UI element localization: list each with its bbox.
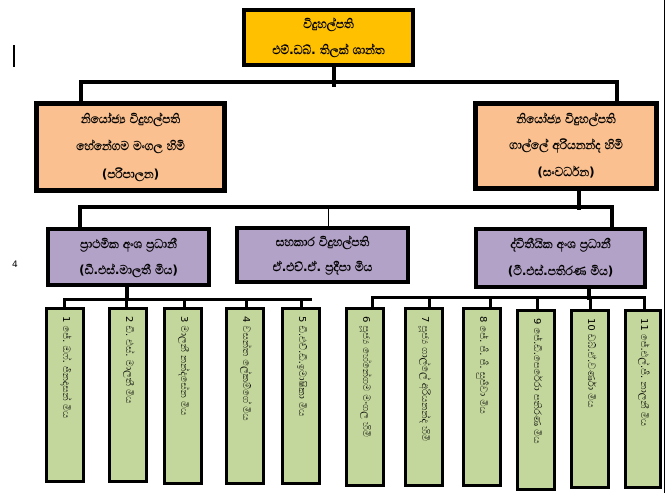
teacher-name: 11 ජේ.එල්.ජී. නාලනී මිය xyxy=(638,318,649,427)
node-name: හේනේගම මංගල හිමි xyxy=(76,139,185,154)
node-section: (පරිපාලන) xyxy=(101,166,160,181)
connector xyxy=(63,298,66,310)
node-name: එම්.ඩබ්. තිලක් ශාන්ත xyxy=(272,42,385,57)
node-title: ද්විතීයික අංශ ප්‍රධානී xyxy=(510,237,611,251)
teacher-name: 9 ජේ.ඩී.පෙරේරා පතිරණ මිය xyxy=(531,318,542,444)
teacher-name: 6 පූජ්‍ය හේනේගම මංගල හිමි xyxy=(360,316,371,438)
connector xyxy=(371,296,645,299)
cursor-mark xyxy=(13,45,15,67)
leaf-teacher: 8 ජේ. ජී. ජී. සුජීවා මිය xyxy=(462,307,502,487)
node-name: (ටී.එස්.පතිරණ මිය) xyxy=(507,264,614,278)
connector xyxy=(78,205,614,209)
node-deputy-development: නියෝජ්‍ය විදුහල්පති ගාල්ලේ අරියනන්ද හිමි… xyxy=(473,101,659,191)
node-title: සහකාර විදුහල්පති xyxy=(275,235,370,249)
stray-number: 4 xyxy=(12,260,18,270)
leaf-teacher: 4 වසන්ත ලේකම්ගේ මිය xyxy=(225,307,265,485)
node-title: නියෝජ්‍ය විදුහල්පති xyxy=(80,112,181,127)
connector xyxy=(328,207,329,227)
leaf-teacher: 7 පූජ්‍ය ගාල්ලේ අරියනන්ද හිමි xyxy=(404,307,444,487)
connector xyxy=(125,298,128,310)
node-secondary-head: ද්විතීයික අංශ ප්‍රධානී (ටී.එස්.පතිරණ මිය… xyxy=(474,227,647,289)
leaf-teacher: 5 ඩී.එච්.ඩී.ඉමාෂිකා මිය xyxy=(281,307,321,485)
leaf-teacher: 10 ඩබ්.ඒ.වර්ණා මිය xyxy=(570,309,610,489)
teacher-name: 5 ඩී.එච්.ඩී.ඉමාෂිකා මිය xyxy=(296,316,307,417)
node-title: නියෝජ්‍ය විදුහල්පති xyxy=(516,111,616,126)
connector xyxy=(79,80,619,84)
connector xyxy=(78,205,82,227)
teacher-name: 2 ඩී. එස්. මාලතී මිය xyxy=(123,316,134,404)
teacher-name: 4 වසන්ත ලේකම්ගේ මිය xyxy=(240,316,251,421)
connector xyxy=(610,205,614,227)
connector xyxy=(489,296,492,310)
connector xyxy=(643,296,646,310)
node-primary-head: ප්‍රාථමික අංශ ප්‍රධානී (ඩී.එස්.මාලතී මිය… xyxy=(46,227,211,287)
teacher-name: 3 මාලනී නන්දසේන මිය xyxy=(178,316,189,416)
node-title: විදුහල්පති xyxy=(303,17,354,32)
teacher-name: 8 ජේ. ජී. ජී. සුජීවා මිය xyxy=(477,316,488,414)
connector xyxy=(587,285,591,300)
connector xyxy=(245,298,248,310)
connector xyxy=(428,296,431,310)
connector xyxy=(332,65,336,87)
connector xyxy=(577,185,581,210)
leaf-teacher: 9 ජේ.ඩී.පෙරේරා පතිරණ මිය xyxy=(516,309,556,491)
connector xyxy=(66,298,312,301)
connector xyxy=(79,80,83,102)
connector xyxy=(300,298,303,310)
leaf-teacher: 6 පූජ්‍ය හේනේගම මංගල හිමි xyxy=(345,307,385,487)
connector xyxy=(589,296,592,310)
node-deputy-admin: නියෝජ්‍ය විදුහල්පති හේනේගම මංගල හිමි (පර… xyxy=(34,101,227,193)
right-edge-line xyxy=(664,0,665,493)
leaf-teacher: 3 මාලනී නන්දසේන මිය xyxy=(163,307,203,485)
connector xyxy=(536,296,539,310)
node-name: (ඩී.එස්.මාලතී මිය) xyxy=(79,262,178,277)
connector xyxy=(183,298,186,310)
node-assistant-principal: සහකාර විදුහල්පති ඒ.එච්.ඒ. ප්‍රදීපා මිය xyxy=(235,226,410,284)
connector xyxy=(371,296,374,310)
teacher-name: 10 ඩබ්.ඒ.වර්ණා මිය xyxy=(585,318,596,408)
leaf-teacher: 2 ඩී. එස්. මාලතී මිය xyxy=(108,307,148,483)
node-title: ප්‍රාථමික අංශ ප්‍රධානී xyxy=(80,236,177,251)
teacher-name: 1 ජේ. ඔෆ්. ජිනදාසන් මිය xyxy=(60,316,71,419)
connector xyxy=(125,287,129,301)
node-name: ඒ.එච්.ඒ. ප්‍රදීපා මිය xyxy=(272,260,373,274)
node-name: ගාල්ලේ අරියනන්ද හිමි xyxy=(509,138,623,153)
leaf-teacher: 11 ජේ.එල්.ජී. නාලනී මිය xyxy=(624,309,662,489)
connector xyxy=(615,80,619,102)
node-section: (සංවර්ධන) xyxy=(537,165,595,180)
leaf-teacher: 1 ජේ. ඔෆ්. ජිනදාසන් මිය xyxy=(45,307,85,483)
teacher-name: 7 පූජ්‍ය ගාල්ලේ අරියනන්ද හිමි xyxy=(419,316,430,442)
node-principal: විදුහල්පති එම්.ඩබ්. තිලක් ශාන්ත xyxy=(242,8,415,67)
